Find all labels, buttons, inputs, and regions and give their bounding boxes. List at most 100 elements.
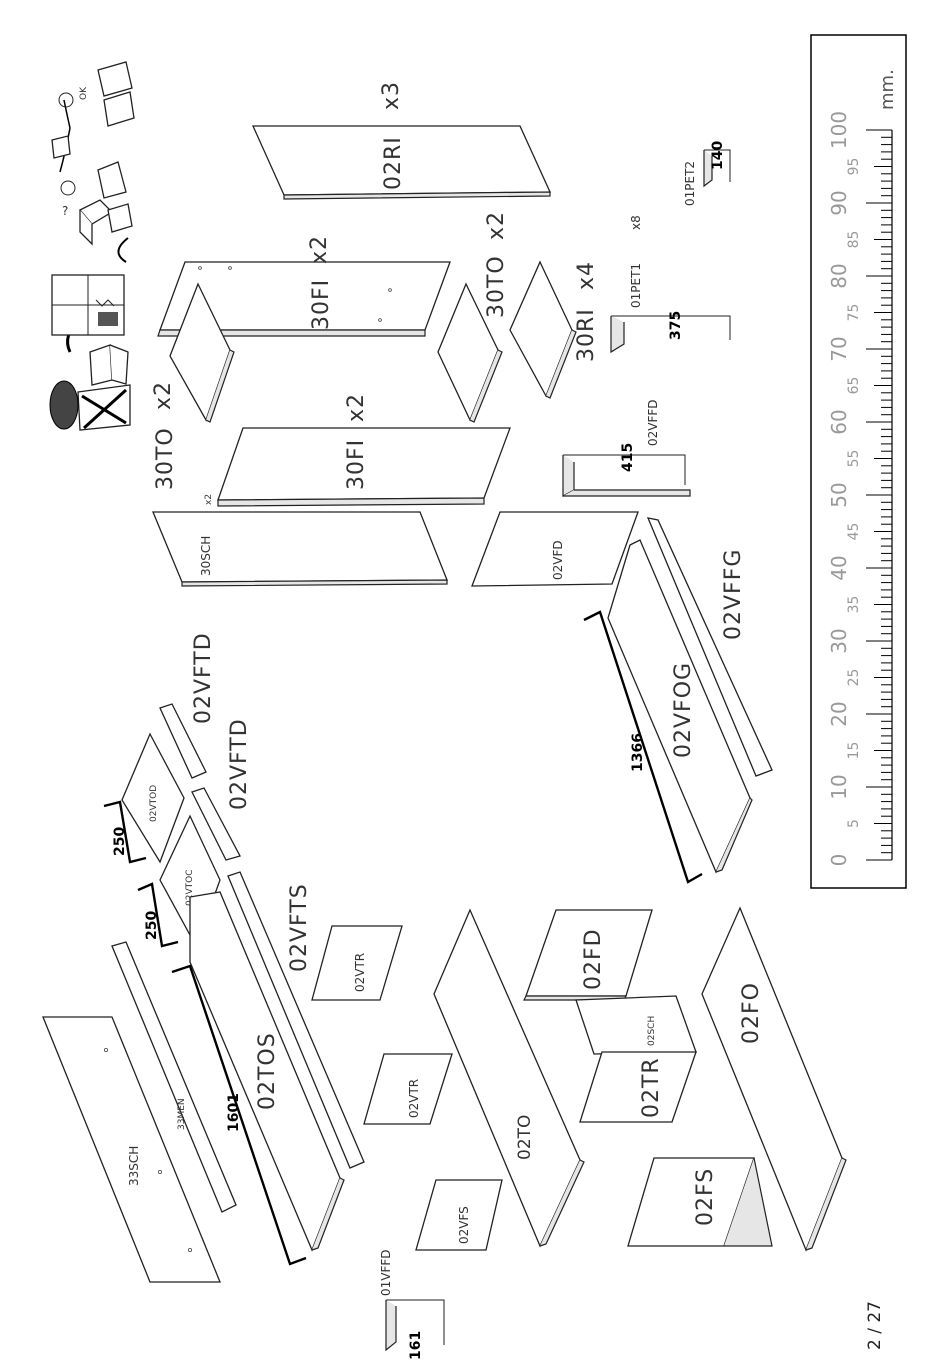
svg-text:02VFFD: 02VFFD: [646, 399, 660, 446]
part-02VFS: 02VFS: [415, 1179, 503, 1251]
ruler-label: 75: [846, 304, 862, 322]
part-01PET1: 01PET1 x8 375: [610, 215, 731, 354]
book-icon: [89, 344, 129, 386]
ruler-label: 95: [846, 158, 862, 176]
svg-text:02TR: 02TR: [639, 1057, 664, 1118]
dimension-415: 415: [620, 443, 636, 472]
part-01PET2: 01PET2 140: [683, 141, 731, 206]
svg-text:01VFFD: 01VFFD: [379, 1249, 393, 1296]
part-30RI: 30RI x4: [509, 260, 599, 399]
ruler-label: 45: [846, 523, 862, 541]
ruler-label: 55: [846, 450, 862, 468]
svg-text:02VFFG: 02VFFG: [721, 549, 746, 640]
part-02VFTS: 02VFTS: [227, 871, 365, 1169]
part-02VFFD-top: 415 02VFFD: [562, 399, 691, 498]
ruler-label: 70: [827, 336, 851, 361]
ruler-label: 65: [846, 377, 862, 395]
ruler-label: 90: [827, 190, 851, 215]
check-icon: [117, 237, 129, 263]
ruler-ticks: [866, 129, 893, 861]
svg-text:02VFTD: 02VFTD: [191, 632, 216, 724]
part-02VFTD-b: 02VFTD: [191, 718, 252, 861]
part-02VFOG: 02VFOG 1366: [583, 539, 753, 884]
svg-text:33SCH: 33SCH: [127, 1146, 141, 1186]
ruler-labels: 0 10 20 30 40 50 60 70 80 90 100 5 15 25 35 45 55 65 75 85 9…: [827, 111, 862, 866]
part-30SCH: 30SCH x2: [152, 494, 448, 587]
svg-text:02VFS: 02VFS: [457, 1206, 471, 1244]
dimension-250-top: 250: [112, 827, 128, 856]
trash-bin-icon: [49, 380, 131, 431]
svg-text:02VFTD: 02VFTD: [227, 718, 252, 810]
part-02FO: 02FO: [701, 906, 847, 1252]
question-mark-icon: ?: [62, 204, 68, 218]
svg-text:x2: x2: [484, 211, 509, 240]
ruler-label: 25: [846, 669, 862, 687]
svg-text:x8: x8: [629, 215, 643, 230]
part-02VTR-a: 02VTR: [311, 925, 403, 1001]
part-01VFFD: 01VFFD 161: [379, 1249, 445, 1360]
svg-text:30RI: 30RI: [574, 308, 599, 362]
ruler-label: 20: [827, 701, 851, 726]
part-02VTR-b: 02VTR: [363, 1053, 453, 1125]
svg-text:x3: x3: [379, 81, 404, 110]
ruler-label: 0: [827, 854, 851, 867]
part-30FI-top: 30FI x2: [157, 235, 451, 337]
tool-icon: [51, 135, 71, 159]
ruler-unit-label: mm.: [877, 69, 898, 110]
svg-text:02FD: 02FD: [581, 928, 606, 990]
part-02TOS: 02TOS 1601: [171, 891, 345, 1266]
svg-text:02FO: 02FO: [739, 982, 764, 1044]
svg-text:30TO: 30TO: [153, 427, 178, 490]
dimension-140: 140: [710, 141, 726, 170]
part-02FD: 02FD: [523, 909, 653, 1001]
ruler-label: 85: [846, 231, 862, 249]
svg-text:01PET1: 01PET1: [629, 263, 643, 308]
svg-text:02VFOG: 02VFOG: [671, 662, 696, 758]
svg-text:02VTOC: 02VTOC: [185, 870, 195, 906]
dimension-375: 375: [668, 311, 684, 340]
svg-text:30FI: 30FI: [344, 439, 369, 490]
svg-text:02TO: 02TO: [515, 1115, 535, 1160]
svg-text:02VTR: 02VTR: [407, 1079, 421, 1118]
part-30TO-mid: 30TO x2: [437, 211, 509, 423]
part-02TO: 02TO: [433, 908, 585, 1248]
ruler-label: 5: [846, 819, 862, 828]
dimension-161: 161: [408, 1331, 424, 1360]
dimension-1366: 1366: [630, 733, 646, 772]
svg-text:02FS: 02FS: [693, 1168, 718, 1226]
part-33MEN: 33MEN: [111, 941, 237, 1213]
ruler-label: 80: [827, 263, 851, 288]
svg-text:02SCH: 02SCH: [647, 1016, 657, 1046]
happy-face-icon: [58, 92, 74, 108]
ruler-label: 40: [827, 555, 851, 580]
ruler-label: 35: [846, 596, 862, 614]
dimension-1601: 1601: [226, 1093, 242, 1132]
svg-text:30FI: 30FI: [309, 279, 334, 330]
svg-text:02VFTS: 02VFTS: [287, 883, 312, 972]
svg-text:01PET2: 01PET2: [683, 161, 697, 206]
svg-text:33MEN: 33MEN: [177, 1098, 187, 1130]
ruler-label: 100: [827, 111, 851, 149]
ruler-label: 30: [827, 628, 851, 653]
part-33SCH: 33SCH: [42, 1016, 221, 1283]
svg-text:02VTOD: 02VTOD: [149, 785, 159, 822]
ruler-label: 10: [827, 774, 851, 799]
part-02VFTD-a: 02VFTD: [159, 632, 216, 779]
parts-check-icon: ? OK: [51, 61, 135, 246]
ruler-label: 50: [827, 482, 851, 507]
part-02VFFG: 02VFFG: [646, 517, 773, 777]
svg-text:x2: x2: [344, 393, 369, 422]
part-30TO-top: 30TO x2: [151, 282, 235, 490]
ruler-label: 15: [846, 742, 862, 760]
part-30FI-mid: 30FI x2: [217, 393, 511, 507]
measuring-ruler: 0 10 20 30 40 50 60 70 80 90 100 5 15 25 35 45 55 65 75 85 9…: [810, 34, 907, 889]
svg-text:02RI: 02RI: [381, 136, 406, 190]
svg-text:x2: x2: [307, 235, 332, 264]
svg-text:x2: x2: [151, 381, 176, 410]
svg-text:30TO: 30TO: [484, 255, 509, 318]
ruler-label: 60: [827, 409, 851, 434]
svg-text:02TOS: 02TOS: [255, 1032, 280, 1110]
sad-face-icon: [60, 180, 76, 196]
part-02VFD: 02VFD: [471, 511, 639, 587]
